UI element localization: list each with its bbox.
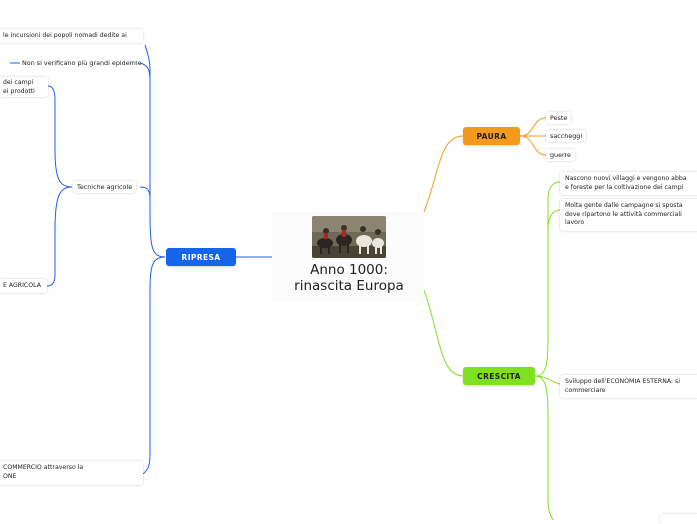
leaf-saccheggi-text: saccheggi — [550, 132, 583, 140]
node-crescita-bottom[interactable] — [660, 514, 697, 524]
central-title-line1: Anno 1000: — [310, 262, 388, 278]
node-gente-line3: lavoro — [565, 219, 585, 226]
link-paura-guerre — [519, 135, 547, 156]
leaf-saccheggi[interactable]: saccheggi — [546, 130, 587, 142]
leaf-guerre[interactable]: guerre — [546, 149, 575, 161]
node-economia-line2: commerciare — [565, 386, 606, 394]
central-title-line2: rinascita Europa — [294, 278, 404, 294]
leaf-peste[interactable]: Peste — [546, 112, 572, 124]
node-incursioni-text: le incursioni dei popoli nomadi dedite a… — [3, 32, 127, 39]
node-villaggi-line1: Nascono nuovi villaggi e vengono abba — [565, 175, 687, 182]
node-villaggi[interactable]: Nascono nuovi villaggi e vengono abba e … — [560, 172, 697, 195]
node-economia-line1: Sviluppo dell'ECONOMIA ESTERNA: si — [565, 378, 680, 385]
branch-crescita-label: CRESCITA — [477, 371, 521, 381]
branch-ripresa[interactable]: RIPRESA — [166, 248, 236, 266]
link-ripresa-epidemie — [139, 62, 151, 81]
branch-crescita[interactable]: CRESCITA — [463, 367, 535, 385]
leaf-guerre-text: guerre — [550, 151, 571, 159]
central-image — [312, 216, 386, 258]
link-crescita-gente — [547, 209, 561, 231]
link-ripresa-tecniche — [139, 186, 151, 201]
link-center-crescita — [423, 289, 464, 377]
node-economia[interactable]: Sviluppo dell'ECONOMIA ESTERNA: si comme… — [560, 375, 697, 398]
link-ripresa-trunk — [144, 44, 166, 258]
node-tecniche-agricole[interactable]: Tecniche agricole — [73, 181, 137, 193]
branch-paura-label: PAURA — [476, 131, 507, 141]
branch-ripresa-label: RIPRESA — [181, 252, 221, 262]
link-paura-peste — [519, 117, 547, 137]
node-epidemie-text: Non si verificano più grandi epidemie — [22, 59, 142, 67]
node-campi-line2: ei prodotti — [3, 87, 35, 95]
node-campi[interactable]: dei campi ei prodotti — [0, 77, 48, 97]
node-epidemie[interactable]: Non si verificano più grandi epidemie — [22, 59, 142, 67]
central-title: Anno 1000: rinascita Europa — [278, 262, 420, 294]
link-crescita-trunk-up — [534, 181, 561, 377]
node-commercio-line2: ONE — [3, 472, 17, 480]
node-incursioni[interactable]: le incursioni dei popoli nomadi dedite a… — [0, 29, 143, 43]
node-commercio-line1: COMMERCIO attraverso la — [3, 464, 84, 471]
node-agricola-text: E AGRICOLA — [3, 282, 41, 289]
branch-paura[interactable]: PAURA — [463, 127, 520, 145]
link-ripresa-bottom — [142, 256, 166, 475]
link-center-paura — [423, 135, 464, 213]
link-tecniche-campi — [47, 85, 73, 188]
leaf-peste-text: Peste — [550, 114, 568, 122]
node-campi-line1: dei campi — [3, 79, 34, 86]
link-tecniche-agricola — [46, 186, 73, 287]
node-commercio[interactable]: COMMERCIO attraverso la ONE — [0, 461, 143, 485]
node-gente-line1: Molta gente dalle campagne si sposta — [565, 202, 683, 209]
link-crescita-trunk-down — [534, 375, 554, 520]
node-villaggi-line2: e foreste per la coltivazione dei campi — [565, 183, 684, 191]
node-gente[interactable]: Molta gente dalle campagne si sposta dov… — [560, 199, 697, 231]
node-agricola[interactable]: E AGRICOLA — [0, 279, 47, 293]
node-tecniche-text: Tecniche agricole — [77, 183, 133, 191]
node-gente-line2: dove ripartono le attività commerciali — [565, 210, 682, 218]
